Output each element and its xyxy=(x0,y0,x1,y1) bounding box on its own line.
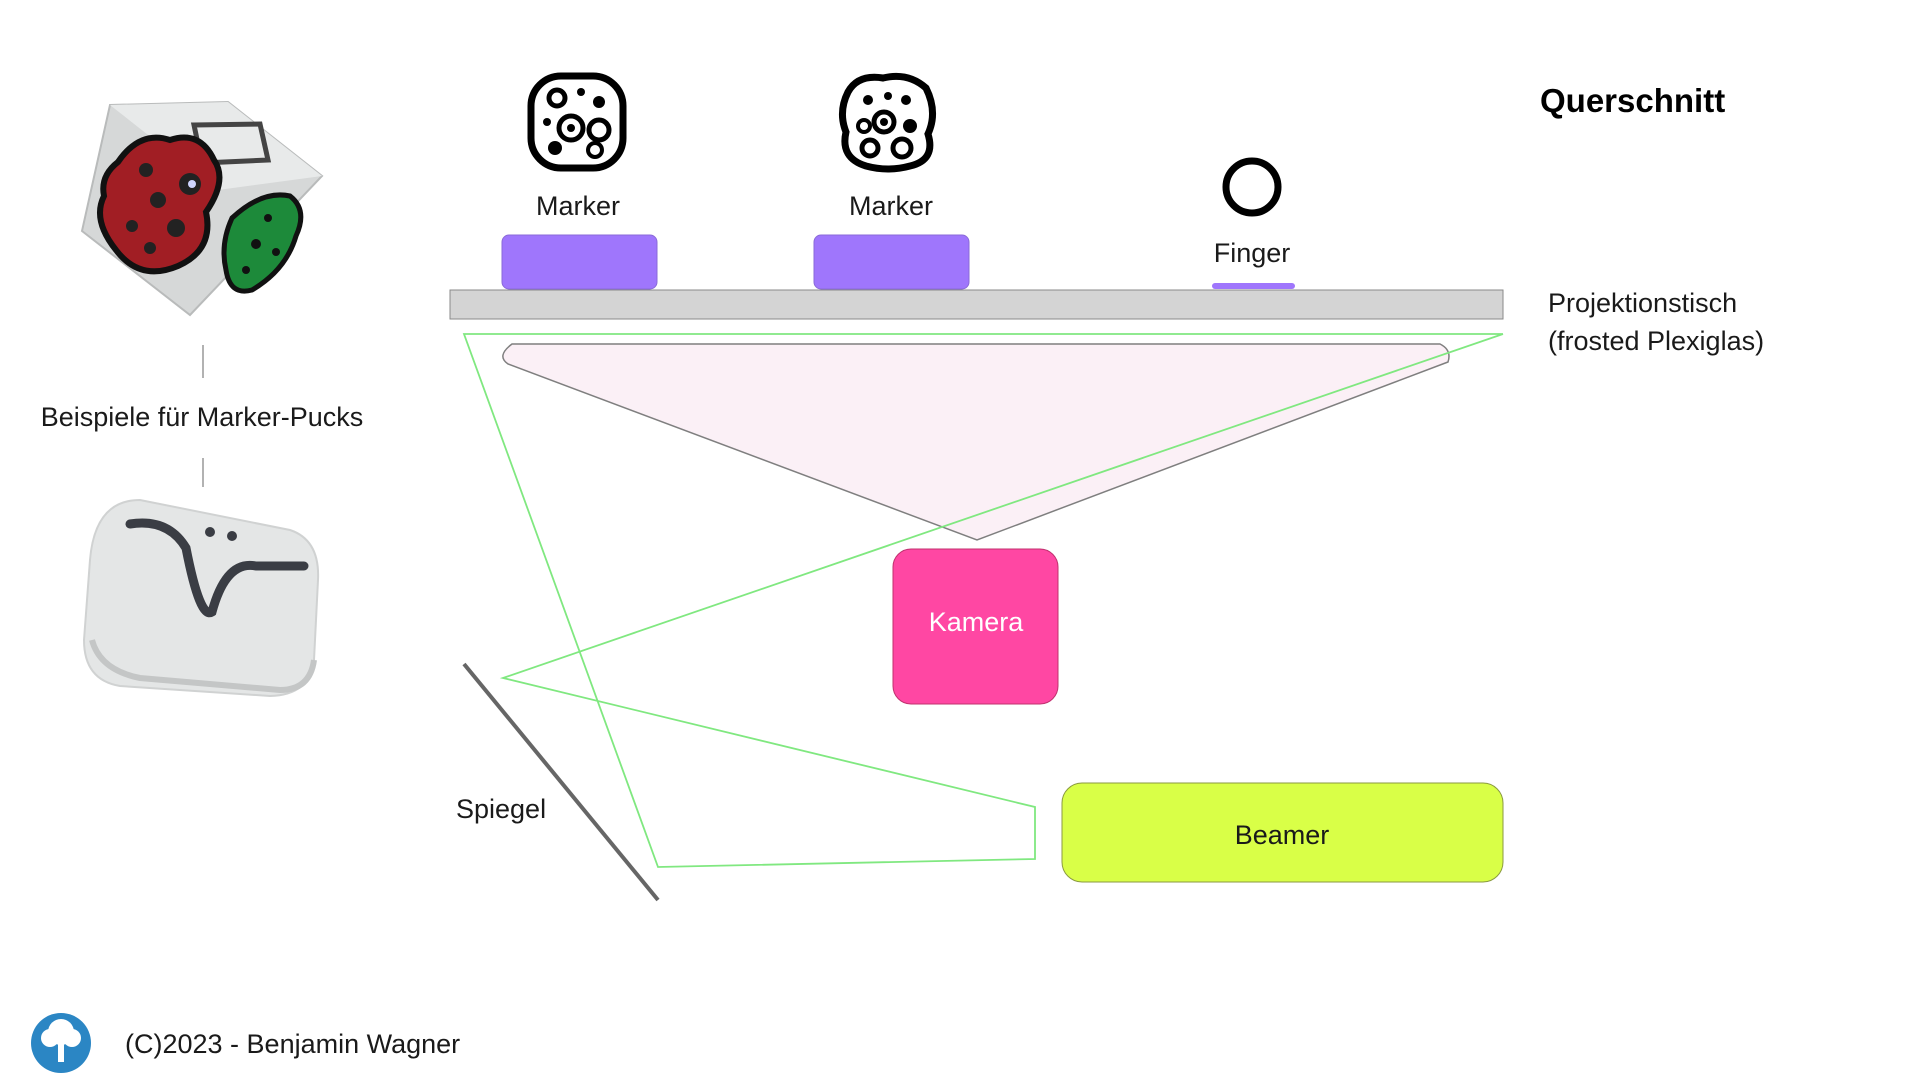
marker-label-1: Marker xyxy=(536,191,620,221)
beamer-label: Beamer xyxy=(1235,820,1330,850)
marker-label-2: Marker xyxy=(849,191,933,221)
finger-contact-pad xyxy=(1212,283,1295,289)
beamer-box xyxy=(1061,782,1504,883)
table-label-line1: Projektionstisch xyxy=(1548,288,1737,318)
tree-logo-icon xyxy=(31,1013,91,1073)
mirror-line xyxy=(462,662,660,902)
finger-circle-icon xyxy=(1222,157,1282,217)
fiducial-marker-icon-1 xyxy=(527,72,627,172)
fiducial-marker-icon-2 xyxy=(839,72,936,173)
projection-table xyxy=(449,289,1504,320)
camera-field-of-view xyxy=(502,343,1450,541)
pucks-caption: Beispiele für Marker-Pucks xyxy=(41,402,364,432)
camera-label: Kamera xyxy=(929,607,1025,637)
marker-block-1 xyxy=(501,234,658,290)
cube-marker-puck-image xyxy=(80,100,324,317)
mirror-label: Spiegel xyxy=(456,794,546,824)
projector-light-path xyxy=(462,333,1504,868)
diagram-title: Querschnitt xyxy=(1540,82,1725,119)
table-label-line2: (frosted Plexiglas) xyxy=(1548,326,1764,356)
copyright-text: (C)2023 - Benjamin Wagner xyxy=(125,1029,460,1059)
camera-box xyxy=(892,548,1059,705)
finger-label: Finger xyxy=(1214,238,1291,268)
round-marker-puck-image xyxy=(82,498,320,698)
marker-block-2 xyxy=(813,234,970,290)
